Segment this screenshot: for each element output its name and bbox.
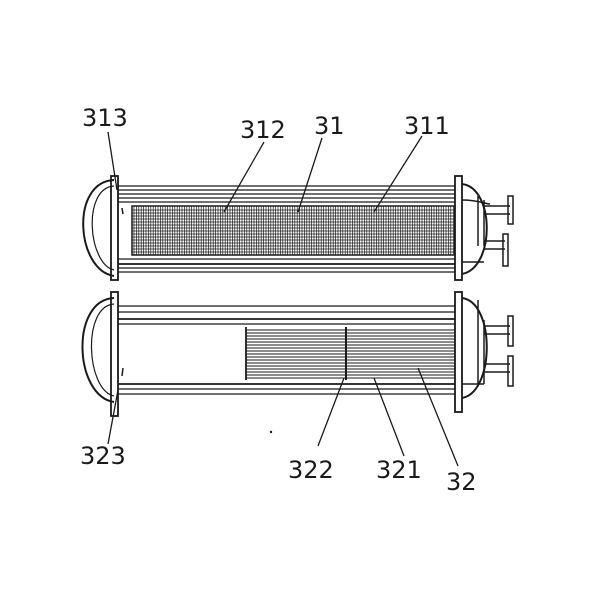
upper-nozzles bbox=[461, 195, 514, 267]
upper-tube-bundle-frame bbox=[131, 205, 455, 256]
leader-312 bbox=[223, 141, 265, 213]
reference-labels: 313 312 31 311 323 322 321 32 bbox=[80, 104, 477, 496]
lower-unit-32 bbox=[81, 291, 514, 417]
leader-311 bbox=[373, 135, 423, 213]
leader-323 bbox=[107, 389, 119, 445]
leader-lines bbox=[107, 131, 459, 467]
upper-bundle-horizontal-tubes bbox=[132, 209, 454, 253]
label-313: 313 bbox=[82, 104, 128, 132]
label-312: 312 bbox=[240, 116, 286, 144]
lower-head-mark bbox=[121, 367, 124, 377]
lower-bundle-tubes bbox=[246, 329, 455, 379]
lower-right-head bbox=[461, 297, 488, 399]
upper-right-head bbox=[461, 183, 488, 275]
label-322: 322 bbox=[288, 456, 334, 484]
leader-313 bbox=[107, 131, 118, 191]
lower-left-head bbox=[81, 297, 115, 403]
stray-dot bbox=[269, 430, 273, 434]
label-323: 323 bbox=[80, 442, 126, 470]
leader-322 bbox=[317, 377, 345, 447]
leader-32 bbox=[417, 367, 459, 467]
upper-head-mark bbox=[121, 207, 124, 215]
upper-left-head bbox=[82, 179, 115, 277]
label-321: 321 bbox=[376, 456, 422, 484]
upper-shell-lines bbox=[118, 185, 455, 273]
upper-bundle-fins bbox=[133, 206, 452, 255]
upper-left-tubesheet bbox=[110, 175, 119, 281]
upper-left-head-inner bbox=[91, 185, 115, 271]
lower-shell-lines bbox=[118, 305, 455, 395]
label-32: 32 bbox=[446, 468, 477, 496]
label-311: 311 bbox=[404, 112, 450, 140]
lower-nozzles bbox=[462, 300, 514, 387]
leader-31 bbox=[297, 137, 323, 213]
lower-left-tubesheet bbox=[110, 291, 119, 417]
lower-right-tubesheet bbox=[454, 291, 463, 413]
leader-321 bbox=[373, 377, 405, 457]
lower-left-head-inner bbox=[90, 303, 115, 397]
upper-unit-31 bbox=[82, 175, 514, 281]
upper-right-tubesheet bbox=[454, 175, 463, 281]
label-31: 31 bbox=[314, 112, 345, 140]
